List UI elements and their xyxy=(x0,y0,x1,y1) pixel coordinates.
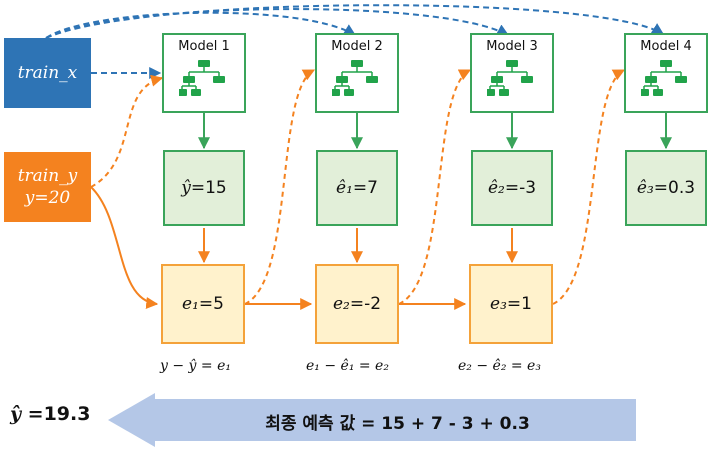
formula-3: e₂ − ê₂ = e₃ xyxy=(458,358,541,374)
formula-1: y − ŷ = e₁ xyxy=(160,358,231,374)
model-4-box: Model 4 xyxy=(624,33,708,113)
model-4-label: Model 4 xyxy=(640,39,692,54)
final-prediction: ŷ =19.3 xyxy=(10,403,90,425)
connector-x-model4 xyxy=(45,4,665,39)
model-2-box: Model 2 xyxy=(315,33,399,113)
train-y-value: y=20 xyxy=(24,188,71,208)
train-x-box: train_x xyxy=(4,38,91,108)
decision-tree-icon xyxy=(487,60,533,96)
prediction-4-symbol: ê₃ xyxy=(636,178,654,198)
prediction-1-value: =15 xyxy=(190,178,227,198)
final-prediction-equation: 최종 예측 값 = 15 + 7 - 3 + 0.3 xyxy=(265,414,530,434)
model-2-label: Model 2 xyxy=(331,39,383,54)
prediction-4-value: =0.3 xyxy=(653,178,696,198)
error-3-symbol: e₃ xyxy=(490,294,507,314)
prediction-2-value: =7 xyxy=(352,178,378,198)
decision-tree-icon xyxy=(179,60,225,96)
model-3-box: Model 3 xyxy=(470,33,554,113)
error-2-value: =-2 xyxy=(349,294,382,314)
connector-y-model1 xyxy=(90,74,164,188)
connector-x-model3 xyxy=(45,8,510,39)
error-1-box: e₁=5 xyxy=(161,264,245,344)
connector-y-e1 xyxy=(90,186,159,309)
final-prediction-symbol: ŷ xyxy=(10,403,22,425)
connector-e3-model4 xyxy=(552,69,626,305)
prediction-3-box: ê₂ =-3 xyxy=(471,150,553,226)
connector-e1-model2 xyxy=(244,69,316,305)
prediction-2-symbol: ê₁ xyxy=(336,178,353,198)
prediction-3-symbol: ê₂ xyxy=(487,178,505,198)
error-2-box: e₂=-2 xyxy=(315,264,399,344)
train-y-box: train_y y=20 xyxy=(4,152,91,222)
train-y-label: train_y xyxy=(17,166,78,186)
error-3-box: e₃=1 xyxy=(469,264,553,344)
error-3-value: =1 xyxy=(506,294,532,314)
decision-tree-icon xyxy=(641,60,687,96)
formula-2: e₁ − ê₁ = e₂ xyxy=(306,358,389,374)
model-1-label: Model 1 xyxy=(178,39,230,54)
prediction-2-box: ê₁ =7 xyxy=(316,150,398,226)
error-1-symbol: e₁ xyxy=(182,294,199,314)
error-1-value: =5 xyxy=(198,294,224,314)
decision-tree-icon xyxy=(332,60,378,96)
train-x-label: train_x xyxy=(17,63,78,83)
final-prediction-value: =19.3 xyxy=(21,403,91,425)
prediction-1-box: ŷ =15 xyxy=(163,150,245,226)
final-arrow-shape xyxy=(108,393,636,447)
error-2-symbol: e₂ xyxy=(332,294,350,314)
model-1-box: Model 1 xyxy=(162,33,246,113)
prediction-1-symbol: ŷ xyxy=(181,178,191,198)
model-3-label: Model 3 xyxy=(486,39,538,54)
connector-e2-model3 xyxy=(398,69,472,305)
prediction-3-value: =-3 xyxy=(504,178,537,198)
prediction-4-box: ê₃ =0.3 xyxy=(625,150,707,226)
